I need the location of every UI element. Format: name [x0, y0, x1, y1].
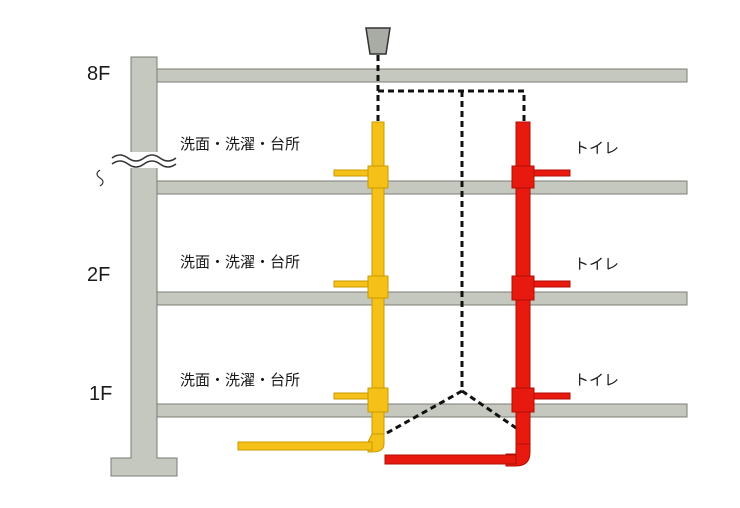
slab-1f: [156, 403, 688, 418]
drain-stack: [237, 121, 389, 453]
building-structure: [110, 56, 688, 477]
floor-label-1f: 1F: [89, 383, 113, 405]
soil-fitting-1f: [511, 387, 535, 413]
soil-branch-1f: [533, 392, 571, 400]
floor-label-2f: 2F: [87, 264, 111, 286]
drain-fitting-1f: [367, 387, 389, 413]
toilet-label-1f: トイレ: [574, 371, 620, 389]
vent-right-branch: [461, 389, 523, 434]
vent-header: [378, 89, 526, 122]
drain-fitting-8f: [367, 165, 389, 189]
toilet-label-8f: トイレ: [574, 139, 620, 157]
soil-stack: [384, 121, 571, 467]
vent-cap-icon: [365, 27, 391, 55]
soil-fitting-2f: [511, 275, 535, 301]
kitchen-group-label-2f: 洗面・洗濯・台所: [180, 253, 301, 271]
soil-fitting-8f: [511, 165, 535, 189]
toilet-label-2f: トイレ: [574, 255, 620, 273]
drain-branch-1f: [333, 392, 369, 400]
slab-2f: [156, 291, 688, 306]
kitchen-group-label-1f: 洗面・洗濯・台所: [180, 371, 301, 389]
vent-lines: [376, 55, 526, 440]
slab-8f: [156, 68, 688, 83]
drain-branch-2f: [333, 280, 369, 288]
drain-main: [237, 441, 373, 451]
floor-label-8f: 8F: [87, 63, 111, 85]
drain-fitting-2f: [367, 275, 389, 299]
kitchen-group-label-8f: 洗面・洗濯・台所: [180, 135, 301, 153]
drain-branch-8f: [333, 169, 369, 177]
soil-main: [384, 454, 517, 465]
soil-branch-2f: [533, 280, 571, 288]
soil-branch-8f: [533, 169, 571, 177]
slab-upper: [156, 180, 688, 195]
vent-left-branch: [377, 389, 463, 440]
break-mark-icon: [96, 152, 182, 187]
